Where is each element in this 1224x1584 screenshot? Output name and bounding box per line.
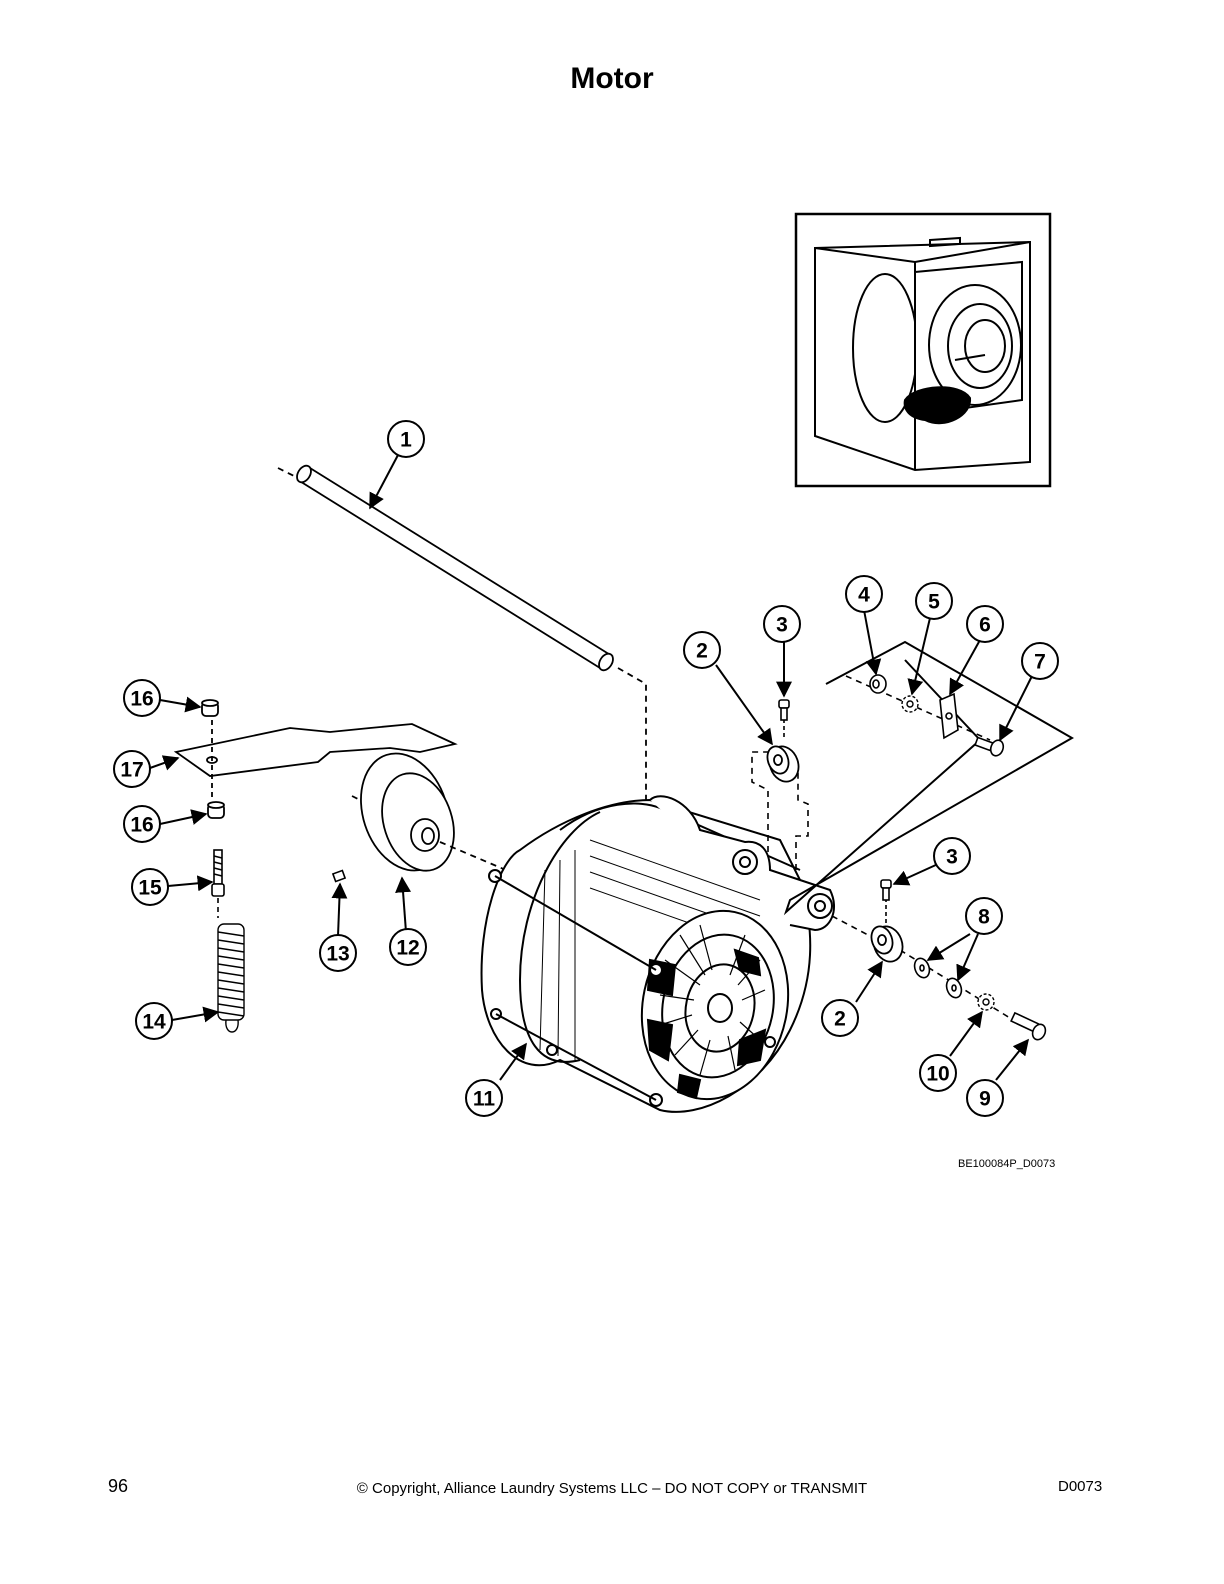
nut-lower xyxy=(207,801,225,819)
document-id: D0073 xyxy=(1058,1478,1103,1495)
leader-arrows xyxy=(149,454,1033,1081)
callout-6: 6 xyxy=(979,614,991,637)
terminal-screw xyxy=(974,736,1005,757)
grommet xyxy=(869,674,887,694)
nut-upper xyxy=(201,699,219,717)
star-washer-lower xyxy=(977,993,995,1011)
callout-16-upper: 16 xyxy=(130,688,153,711)
collar-lower xyxy=(870,925,904,963)
washer-a xyxy=(913,957,931,979)
callout-2-upper: 2 xyxy=(696,640,708,663)
motor xyxy=(480,795,835,1113)
mounting-bolt xyxy=(1010,1011,1047,1041)
callout-15: 15 xyxy=(138,877,162,900)
collar-upper xyxy=(766,745,800,783)
page-title: Motor xyxy=(570,62,654,95)
callout-17: 17 xyxy=(120,759,143,782)
callout-3-upper: 3 xyxy=(776,614,788,637)
star-washer-upper xyxy=(901,695,919,713)
callout-12: 12 xyxy=(396,937,419,960)
bracket xyxy=(173,720,458,800)
callout-4: 4 xyxy=(858,584,870,607)
callout-1: 1 xyxy=(400,429,412,452)
pulley-set-screw xyxy=(331,869,347,883)
callout-10: 10 xyxy=(926,1063,949,1086)
callout-2-lower: 2 xyxy=(834,1008,846,1031)
collar-screw-upper xyxy=(778,699,790,721)
adjusting-screw xyxy=(211,849,225,918)
callout-13: 13 xyxy=(326,943,349,966)
callout-circles xyxy=(113,420,1059,1117)
callout-3-lower: 3 xyxy=(946,846,958,869)
locator-inset xyxy=(794,212,1052,488)
ground-terminal xyxy=(939,692,959,740)
figure-id: BE100084P_D0073 xyxy=(958,1158,1056,1170)
collar-screw-lower xyxy=(880,879,892,901)
shaft xyxy=(277,464,689,856)
page-number: 96 xyxy=(108,1476,129,1496)
callout-8: 8 xyxy=(978,906,990,929)
callout-11: 11 xyxy=(473,1088,496,1111)
copyright-notice: © Copyright, Alliance Laundry Systems LL… xyxy=(356,1480,868,1497)
callout-labels: 1 2 3 4 5 6 7 16 17 16 15 14 13 12 3 8 2… xyxy=(120,429,1046,1111)
washer-b xyxy=(945,977,963,999)
callout-7: 7 xyxy=(1034,651,1046,674)
tension-spring xyxy=(217,923,245,1033)
callout-14: 14 xyxy=(142,1011,166,1034)
pulley xyxy=(351,752,521,877)
callout-16-lower: 16 xyxy=(130,814,153,837)
callout-5: 5 xyxy=(928,591,940,614)
callout-9: 9 xyxy=(979,1088,991,1111)
